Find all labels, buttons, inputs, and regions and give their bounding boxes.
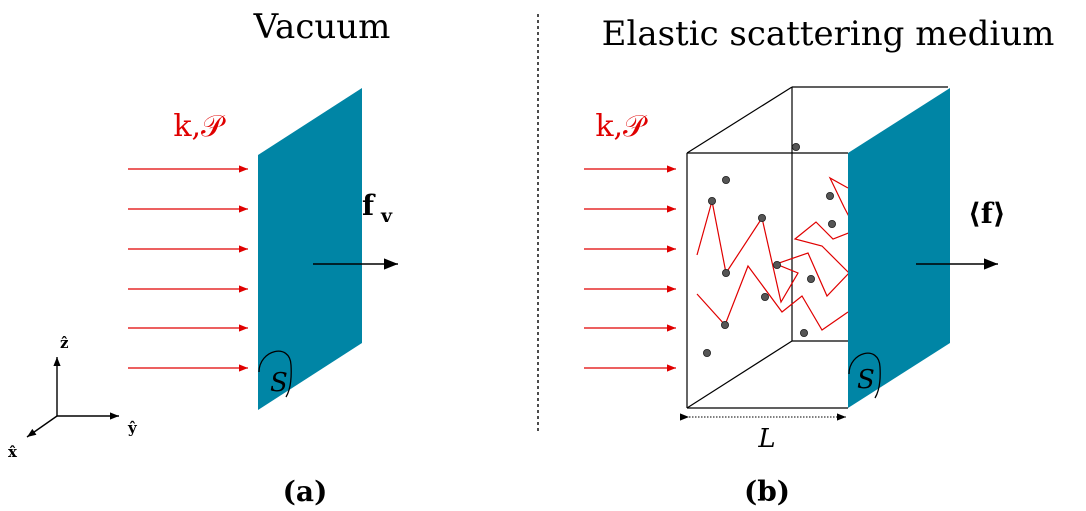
- scatterer: [722, 268, 731, 277]
- medium-box: [686, 86, 948, 409]
- scatterer: [773, 260, 782, 269]
- panel-a: Vacuum k,𝒫 S f v ẑ ŷ x̂ (a): [8, 7, 398, 508]
- surface-curl-a: [258, 350, 292, 398]
- surface-label-a: S: [270, 368, 288, 398]
- incident-label-a: k,𝒫: [173, 109, 226, 144]
- box-edge-bottom: [686, 340, 793, 409]
- surface-curl-b: [848, 352, 881, 399]
- force-subscript-a: v: [380, 205, 393, 227]
- incident-rays-a: [128, 165, 248, 372]
- axis-x-label: x̂: [8, 443, 18, 461]
- scatterer: [721, 320, 730, 329]
- box-edge-top: [686, 86, 793, 154]
- scatterer: [708, 196, 717, 205]
- coordinate-axes: [26, 357, 119, 438]
- scatterers: [703, 142, 837, 357]
- plate-a: [258, 88, 362, 410]
- length-label: L: [757, 424, 775, 454]
- incident-label-b: k,𝒫: [595, 109, 648, 144]
- scatterer: [792, 142, 801, 151]
- scatterer: [758, 213, 767, 222]
- caption-b: (b): [744, 475, 790, 508]
- panel-b: Elastic scattering medium k,𝒫: [584, 14, 1054, 508]
- scatterer: [826, 191, 835, 200]
- scatterer: [807, 274, 816, 283]
- axis-y-label: ŷ: [127, 419, 138, 437]
- incident-rays-b: [584, 165, 676, 372]
- scatterer: [722, 175, 731, 184]
- scatterer: [761, 292, 770, 301]
- force-label-b: ⟨f⟩: [968, 197, 1006, 230]
- panel-b-title: Elastic scattering medium: [602, 14, 1055, 54]
- scatterer: [703, 348, 712, 357]
- axis-z-label: ẑ: [60, 334, 69, 352]
- scattering-path-lower: [696, 264, 849, 331]
- scatterer: [828, 219, 837, 228]
- plate-b: [848, 88, 950, 408]
- force-label-a: f: [362, 189, 376, 222]
- panel-a-title: Vacuum: [253, 7, 391, 47]
- axis-x: [26, 415, 58, 438]
- caption-a: (a): [283, 475, 328, 508]
- surface-label-b: S: [857, 365, 875, 395]
- scatterer: [800, 328, 809, 337]
